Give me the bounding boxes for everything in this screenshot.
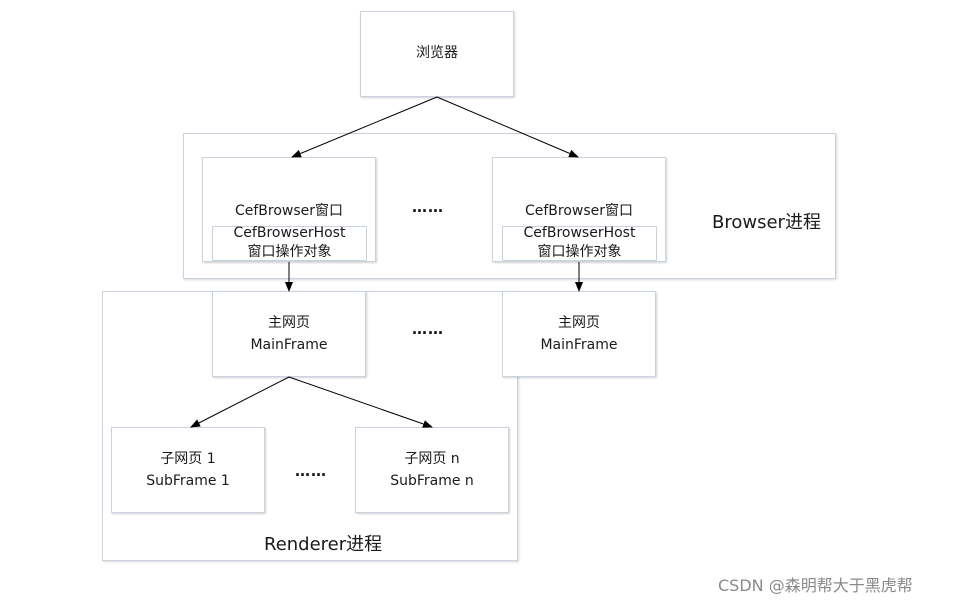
csdn-watermark: CSDN @森明帮大于黑虎帮: [718, 576, 913, 595]
ellipsis-sub: ……: [295, 462, 327, 480]
main-frame-en: MainFrame: [250, 337, 328, 353]
arrow-browser-to-cef-right: [436, 96, 579, 158]
main-frame-cn: 主网页: [558, 315, 600, 331]
cef-browser-window-title: CefBrowser窗口: [524, 203, 634, 219]
cef-browser-window-title: CefBrowser窗口: [234, 203, 344, 219]
window-ops-label: 窗口操作对象: [247, 244, 332, 260]
arrow-main-to-sub-1: [190, 376, 290, 428]
arrow-browser-to-cef-left: [291, 96, 438, 158]
renderer-process-label: Renderer进程: [264, 534, 383, 555]
arrow-main-to-sub-n: [288, 376, 433, 428]
cef-browser-host-label: CefBrowserHost: [233, 225, 346, 241]
sub-frame-en: SubFrame 1: [146, 473, 230, 489]
main-frame-cn: 主网页: [268, 315, 310, 331]
sub-frame-cn: 子网页 n: [404, 451, 460, 467]
cef-browser-host-right: CefBrowserHost 窗口操作对象: [502, 225, 657, 261]
main-frame-right: 主网页 MainFrame: [502, 291, 656, 377]
browser-node-label: 浏览器: [416, 45, 458, 61]
ellipsis-main: ……: [412, 320, 444, 338]
sub-frame-en: SubFrame n: [390, 473, 474, 489]
ellipsis-browser: ……: [412, 198, 444, 216]
sub-frame-cn: 子网页 1: [160, 451, 216, 467]
cef-browser-host-label: CefBrowserHost: [523, 225, 636, 241]
main-frame-en: MainFrame: [540, 337, 618, 353]
sub-frame-n: 子网页 n SubFrame n: [355, 427, 509, 513]
sub-frame-1: 子网页 1 SubFrame 1: [111, 427, 265, 513]
main-frame-left: 主网页 MainFrame: [212, 291, 366, 377]
browser-process-label: Browser进程: [712, 212, 821, 233]
cef-browser-host-left: CefBrowserHost 窗口操作对象: [212, 225, 367, 261]
window-ops-label: 窗口操作对象: [537, 244, 622, 260]
browser-node: 浏览器: [360, 11, 514, 97]
browser-process-region: [183, 133, 836, 279]
